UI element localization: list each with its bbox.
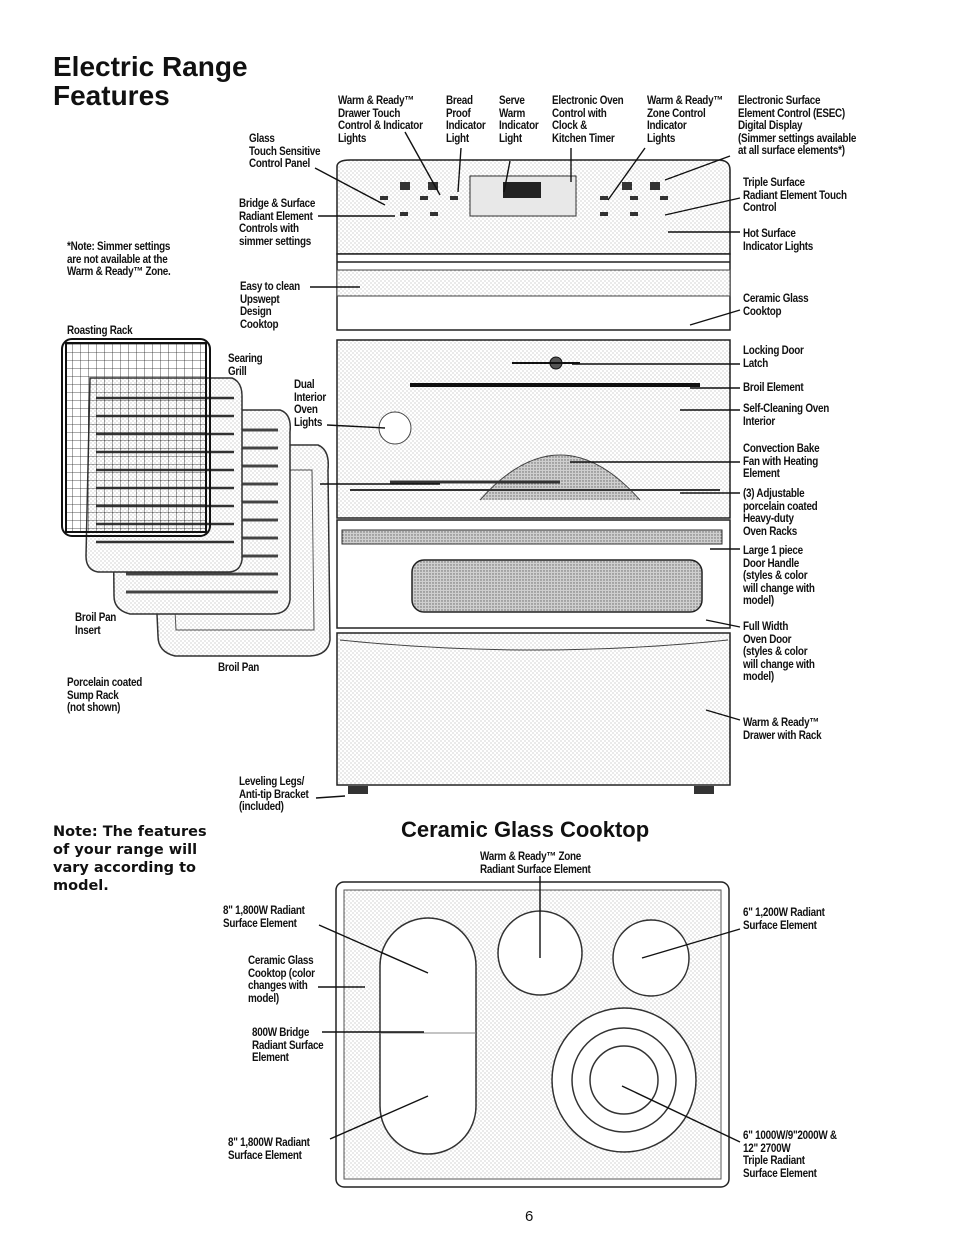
page-title: Electric Range Features	[53, 51, 248, 112]
cooktop-title: Ceramic Glass Cooktop	[401, 817, 650, 842]
label-triple-surface: Triple Surface Radiant Element Touch Con…	[743, 177, 847, 214]
features-note: Note: The features of your range will va…	[53, 824, 207, 894]
label-hot-surface: Hot Surface Indicator Lights	[743, 228, 814, 253]
label-warm-drawer: Warm & Ready™ Drawer with Rack	[743, 717, 822, 742]
label-electronic-oven: Electronic Oven Control with Clock & Kit…	[552, 95, 624, 145]
label-simmer-note: *Note: Simmer settings are not available…	[67, 241, 171, 278]
label-glass-panel: Glass Touch Sensitive Control Panel	[249, 133, 321, 170]
range-body	[336, 159, 731, 794]
label-warm-drawer-touch: Warm & Ready™ Drawer Touch Control & Ind…	[338, 95, 423, 145]
label-dual-lights: Dual Interior Oven Lights	[294, 379, 327, 429]
label-racks: (3) Adjustable porcelain coated Heavy-du…	[743, 488, 818, 538]
label-self-cleaning: Self-Cleaning Oven Interior	[743, 403, 830, 428]
label-warm-zone: Warm & Ready™ Zone Control Indicator Lig…	[647, 95, 723, 145]
label-broil-element: Broil Element	[743, 382, 804, 394]
cooktop-diagram	[335, 881, 730, 1188]
label-searing-grill: Searing Grill	[228, 353, 263, 378]
roasting-rack	[61, 338, 211, 537]
label-roasting-rack: Roasting Rack	[67, 325, 133, 337]
label-ceramic-glass: Ceramic Glass Cooktop	[743, 293, 809, 318]
right-front-element	[612, 919, 690, 997]
label-sump-rack: Porcelain coated Sump Rack (not shown)	[67, 677, 143, 714]
label-serve-warm: Serve Warm Indicator Light	[499, 95, 539, 145]
label-easy-clean: Easy to clean Upswept Design Cooktop	[240, 281, 300, 331]
label-bread-proof: Bread Proof Indicator Light	[446, 95, 486, 145]
label-cooktop-bridge: 800W Bridge Radiant Surface Element	[252, 1027, 324, 1064]
label-cooktop-triple: 6" 1000W/9"2000W & 12" 2700W Triple Radi…	[743, 1130, 837, 1180]
label-leveling: Leveling Legs/ Anti-tip Bracket (include…	[239, 776, 309, 813]
label-broil-pan: Broil Pan	[218, 662, 260, 674]
label-locking-latch: Locking Door Latch	[743, 345, 804, 370]
label-oven-door: Full Width Oven Door (styles & color wil…	[743, 621, 815, 683]
label-cooktop-left-bottom: 8" 1,800W Radiant Surface Element	[228, 1137, 310, 1162]
label-door-handle: Large 1 piece Door Handle (styles & colo…	[743, 545, 815, 607]
label-cooktop-right-top: 6" 1,200W Radiant Surface Element	[743, 907, 825, 932]
label-cooktop-warm-zone: Warm & Ready™ Zone Radiant Surface Eleme…	[480, 851, 591, 876]
page-number: 6	[525, 1208, 534, 1225]
label-convection: Convection Bake Fan with Heating Element	[743, 443, 820, 480]
label-bridge-controls: Bridge & Surface Radiant Element Control…	[239, 198, 316, 248]
label-esec: Electronic Surface Element Control (ESEC…	[738, 95, 857, 157]
bridge-element	[379, 917, 477, 1155]
label-broil-insert: Broil Pan Insert	[75, 612, 117, 637]
triple-element	[551, 1007, 697, 1153]
label-cooktop-ceramic: Ceramic Glass Cooktop (color changes wit…	[248, 955, 315, 1005]
leader-lines	[310, 131, 741, 1143]
label-cooktop-left-top: 8" 1,800W Radiant Surface Element	[223, 905, 305, 930]
